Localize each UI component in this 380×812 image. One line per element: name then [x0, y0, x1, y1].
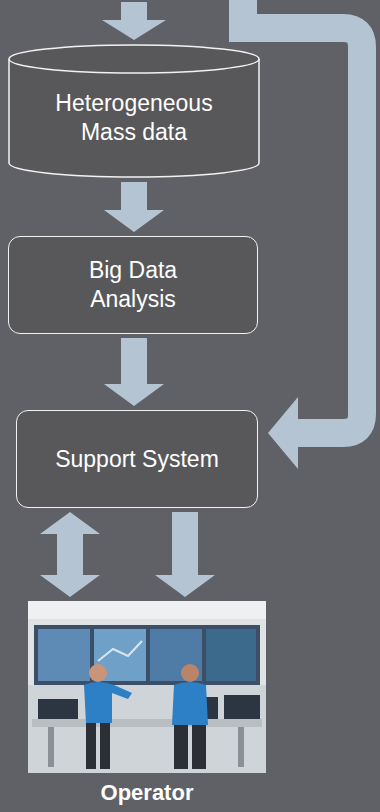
node-label: Heterogeneous Mass data [39, 89, 229, 147]
input-arrow [102, 2, 166, 40]
bypass-arrow [243, 0, 362, 433]
operator-node: Operator [28, 601, 266, 810]
process-box: Big Data Analysis [8, 236, 258, 334]
bypass-arrow-head [268, 397, 298, 469]
cylinder-lip [9, 59, 259, 73]
block-arrow [104, 338, 164, 406]
caption-text: Operator [101, 779, 194, 807]
block-arrow [104, 182, 164, 232]
block-arrow [40, 512, 100, 597]
node-label: Big Data Analysis [48, 256, 218, 314]
block-arrow [155, 512, 215, 597]
cylinder-body [9, 45, 259, 177]
node-label: Support System [55, 445, 219, 474]
process-box: Support System [16, 410, 258, 508]
data-store-cylinder: Heterogeneous Mass data [8, 44, 260, 178]
